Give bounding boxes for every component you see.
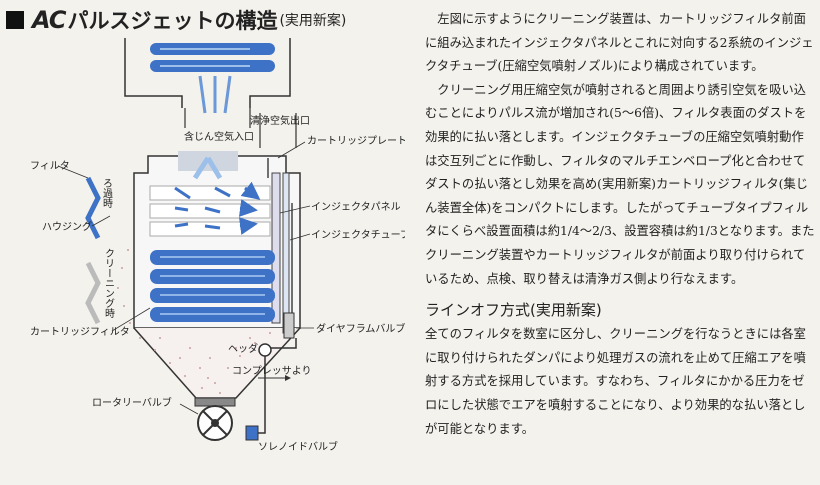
title-ac-logo: AC — [32, 6, 66, 34]
label-housing: ハウジング — [42, 220, 92, 233]
dust-particles — [117, 249, 271, 394]
label-diaphragm-valve: ダイヤフラムバルブ — [316, 322, 405, 335]
section-heading: ラインオフ方式(実用新案) — [425, 301, 602, 320]
label-cartridge-plate: カートリッジプレート — [307, 135, 405, 147]
label-injector-panel: インジェクタパネル — [311, 201, 401, 213]
injector-tube — [282, 172, 290, 334]
label-filter: フィルタ — [30, 160, 70, 172]
paragraph-3: 全てのフィルタを数室に区分し、クリーニングを行なうときには各室に取り付けられたダ… — [425, 327, 806, 436]
compressor-line — [245, 356, 291, 441]
rotary-valve — [194, 397, 236, 441]
title-main: パルスジェットの構造 — [67, 9, 278, 33]
paragraph-1: 左図に示すようにクリーニング装置は、カートリッジフィルタ前面に組み込まれたインジ… — [425, 12, 814, 74]
cleaning-filters — [150, 250, 275, 322]
label-solenoid-valve: ソレノイドバルブ — [258, 440, 338, 453]
label-header: ヘッダ — [228, 342, 258, 355]
pulse-jet-diagram: 含じん空気入口 清浄空気出口 — [30, 38, 405, 453]
title-sub: (実用新案) — [279, 13, 347, 29]
label-rotary-valve: ロータリーバルブ — [92, 396, 172, 409]
title-square-icon — [6, 11, 24, 29]
label-dirty-inlet: 含じん空気入口 — [184, 130, 254, 143]
label-filtering: ろ過時 — [101, 178, 113, 208]
filter-detail — [85, 176, 101, 325]
top-duct — [124, 38, 291, 114]
page-title: AC パルスジェットの構造 (実用新案) — [6, 4, 346, 36]
cartridge-plate — [271, 172, 281, 324]
label-injector-tube: インジェクタチューブ — [311, 228, 405, 241]
label-from-compressor: コンプレッサより — [232, 365, 312, 377]
paragraph-2: クリーニング用圧縮空気が噴射されると周囲より誘引空気を吸い込むことによりパルス流… — [425, 82, 815, 286]
label-cleaning: クリーニング時 — [103, 248, 115, 318]
label-clean-outlet: 清浄空気出口 — [250, 114, 310, 127]
label-cartridge-filter: カートリッジフィルタ — [30, 326, 130, 338]
upper-filter-grid — [149, 186, 270, 236]
description: 左図に示すようにクリーニング装置は、カートリッジフィルタ前面に組み込まれたインジ… — [425, 8, 815, 441]
